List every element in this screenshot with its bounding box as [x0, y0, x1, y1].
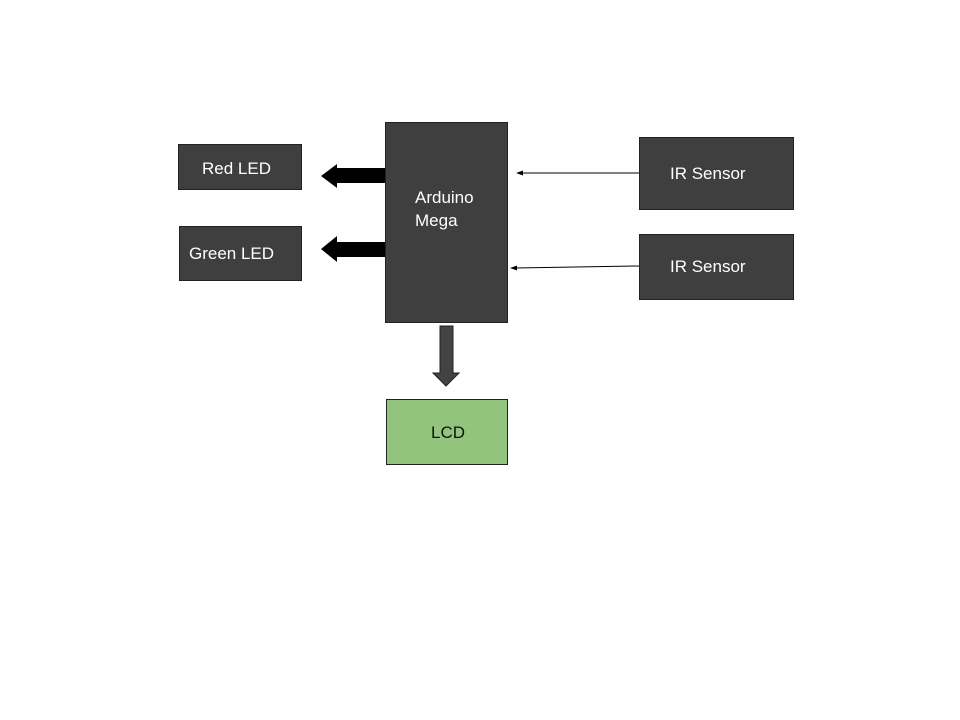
arrow-to-lcd: [431, 325, 461, 387]
lcd-label: LCD: [431, 423, 466, 442]
lcd-block: LCD: [386, 399, 508, 465]
ir-sensor-bottom-block: IR Sensor: [639, 234, 794, 300]
arduino-label-line1: Arduino: [415, 188, 474, 207]
arduino-label-line2: Mega: [415, 211, 458, 230]
arrowhead-ir-top: [516, 170, 523, 176]
arrow-to-green-led: [321, 236, 385, 262]
arduino-mega-block: Arduino Mega: [385, 122, 508, 323]
arrow-to-red-led: [321, 164, 385, 188]
ir-sensor-bottom-label: IR Sensor: [670, 257, 746, 276]
arrow-from-ir-sensor-bottom: [514, 265, 640, 269]
green-led-block: Green LED: [179, 226, 302, 281]
red-led-block: Red LED: [178, 144, 302, 190]
arrowhead-ir-bottom: [510, 265, 517, 271]
green-led-label: Green LED: [189, 244, 275, 263]
ir-sensor-top-block: IR Sensor: [639, 137, 794, 210]
ir-sensor-top-label: IR Sensor: [670, 164, 746, 183]
red-led-label: Red LED: [202, 159, 271, 178]
